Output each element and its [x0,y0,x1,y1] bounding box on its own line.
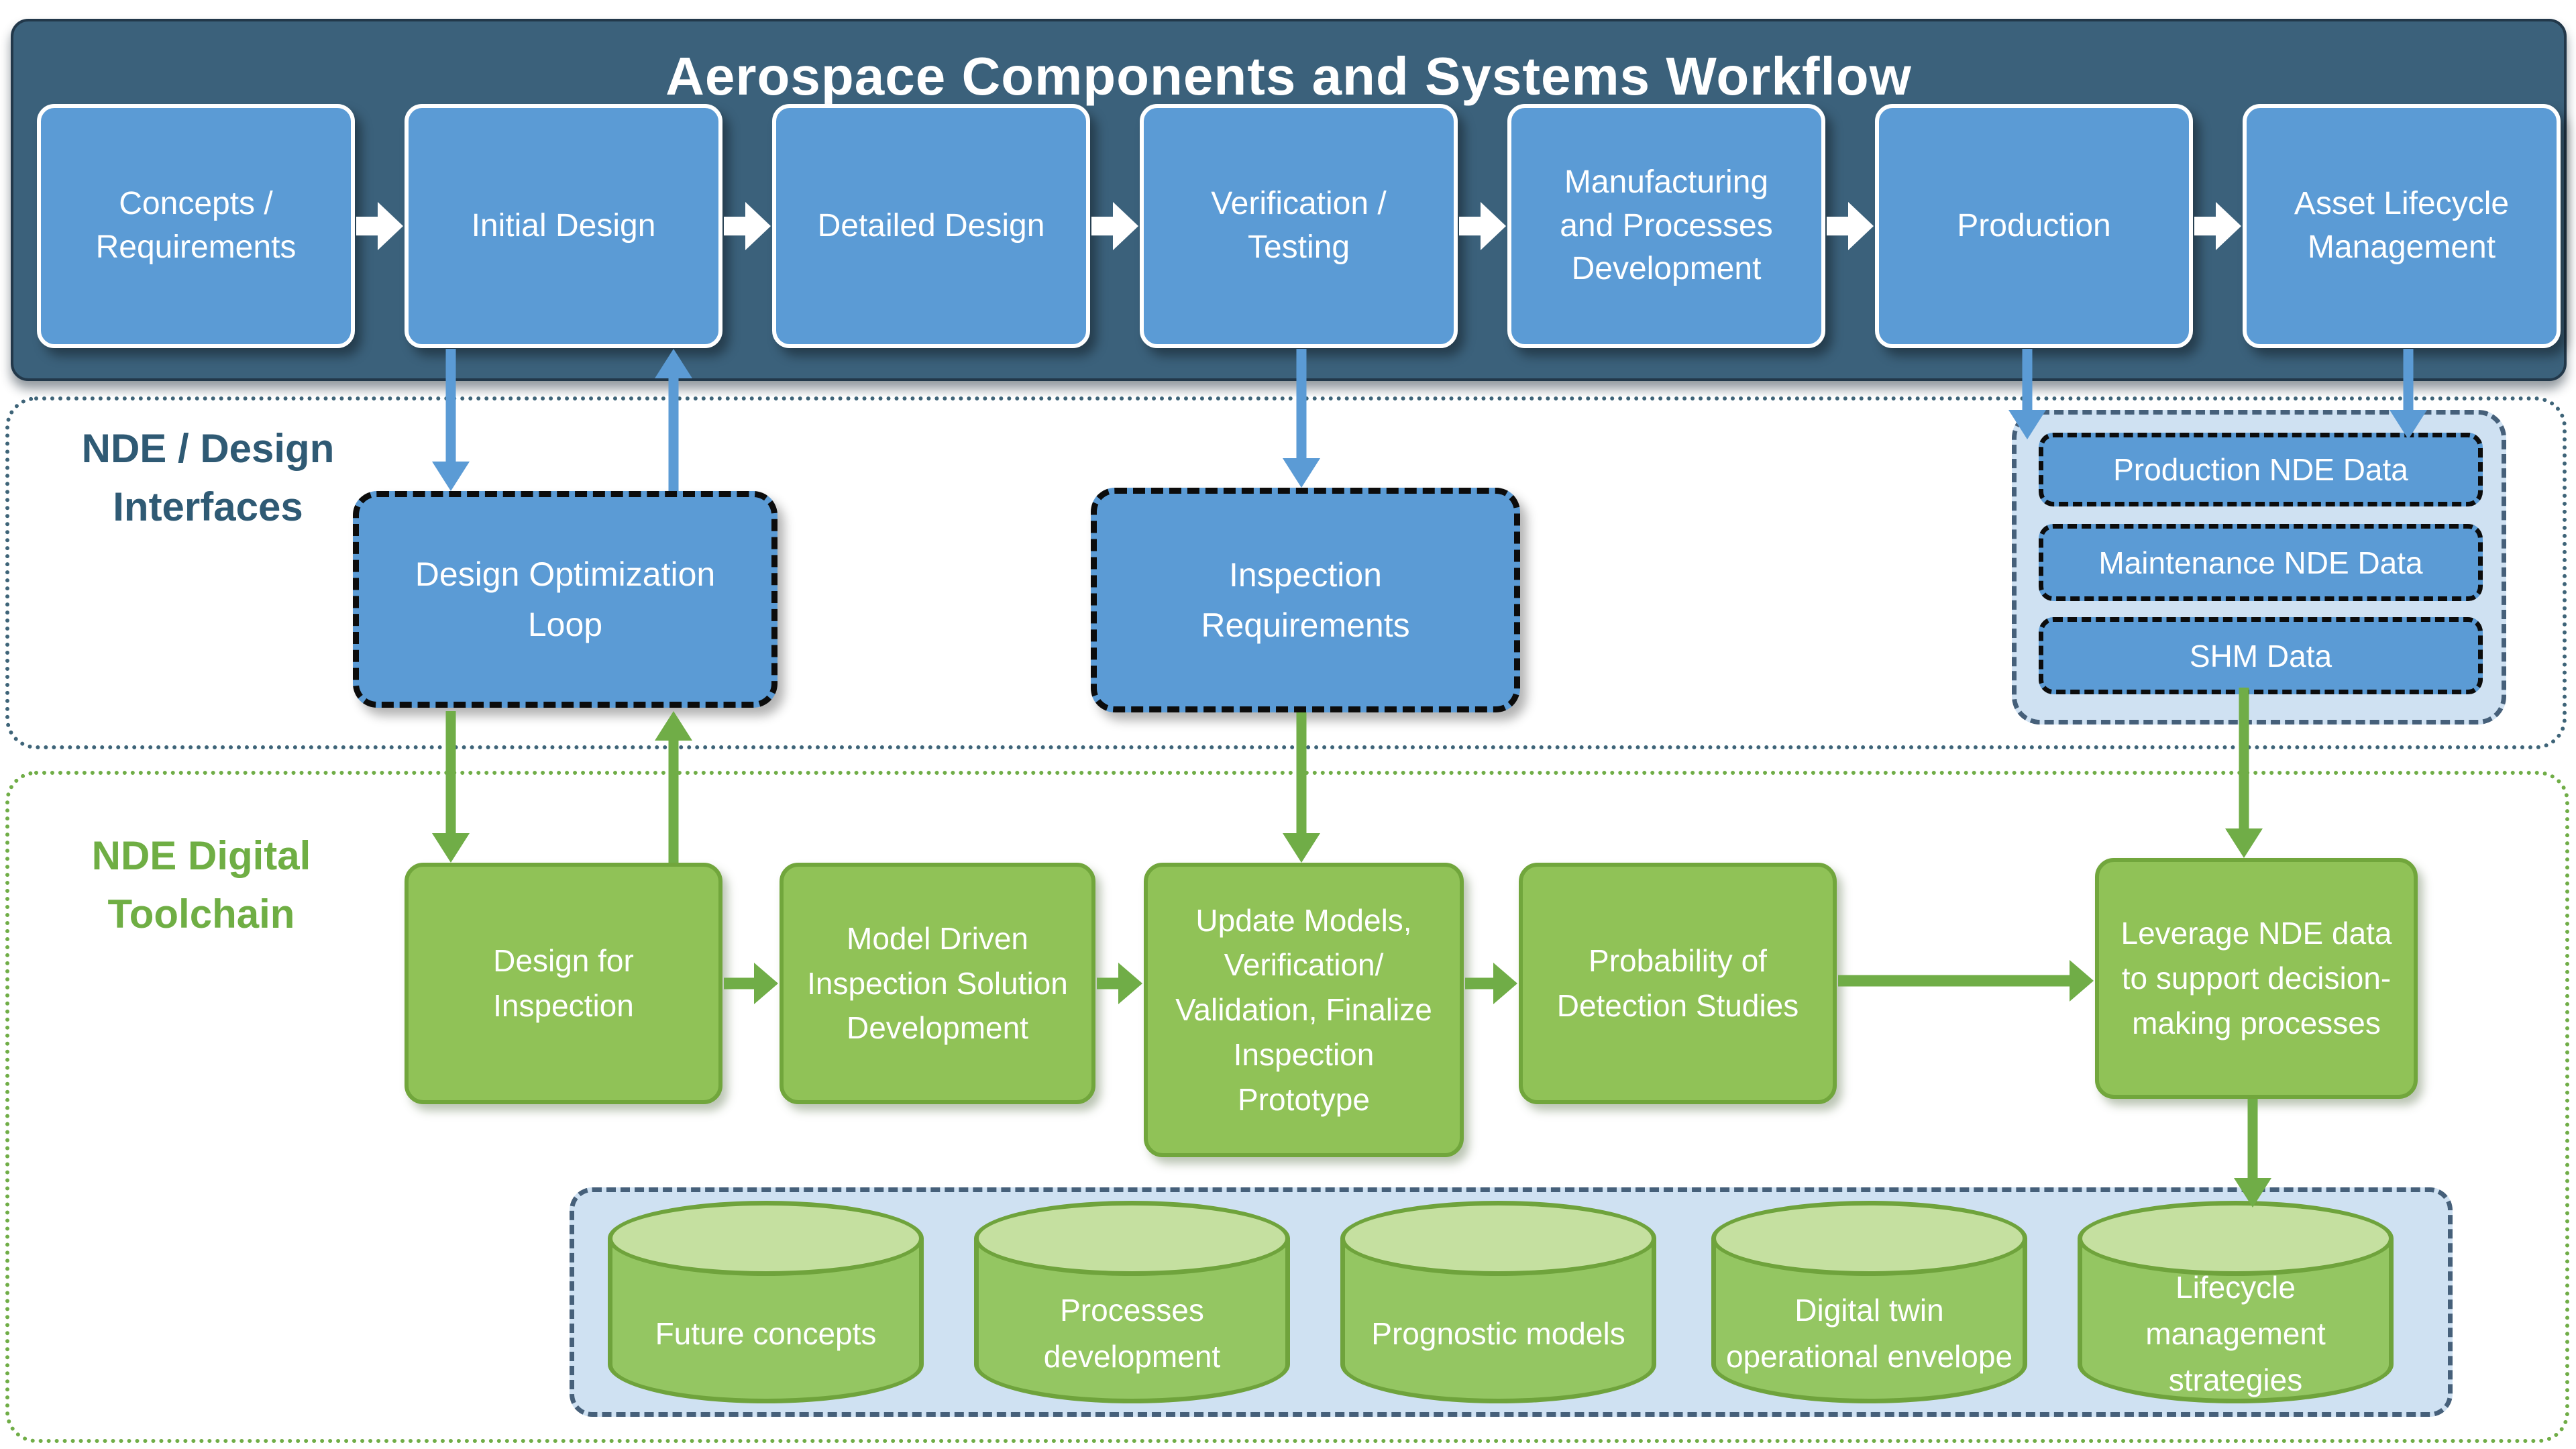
db-label: Digital twin operational envelope [1725,1293,2013,1374]
arrow-stem [1459,217,1482,235]
cylinder-top [974,1201,1290,1276]
arrow-stem [1097,977,1118,989]
cylinder-top [1711,1201,2027,1276]
design-for-inspection-node: Design for Inspection [405,863,722,1104]
arrow-head-icon [745,202,771,250]
nde-data-panel: Production NDE Data Maintenance NDE Data… [2012,410,2506,724]
arrow-head-icon [1481,202,1506,250]
diagram-title: Aerospace Components and Systems Workflo… [665,46,1912,106]
arrow-head-icon [378,202,403,250]
arrow-stem [445,349,456,466]
arrow-head-icon [2390,410,2427,439]
nde-design-interfaces-label: NDE / Design Interfaces [81,426,335,529]
arrow-head-icon [1493,963,1517,1004]
arrow-head-icon [1113,202,1138,250]
cylinder-top [608,1201,924,1276]
production-nde-data-node: Production NDE Data [2039,433,2483,506]
db-future-concepts: Future concepts [608,1201,924,1403]
arrow-stem [668,374,679,491]
arrow-head-icon [2225,828,2263,858]
leverage-nde-data-node: Leverage NDE data to support decision-ma… [2095,858,2418,1099]
arrow-stem [724,217,747,235]
arrow-stem [445,711,456,837]
arrow-stem [2022,349,2033,414]
workflow-step-verification-testing: Verification / Testing [1140,104,1458,348]
arrow-head-icon [432,833,470,863]
arrow-head-icon [2216,202,2241,250]
arrow-stem [1296,349,1307,462]
db-digital-twin-envelope: Digital twin operational envelope [1711,1201,2027,1403]
arrow-stem [2194,217,2217,235]
arrow-stem [1465,977,1493,989]
workflow-step-production: Production [1875,104,2193,348]
arrow-stem [668,737,679,863]
arrow-stem [1838,975,2070,987]
db-label: Processes development [1043,1293,1221,1374]
db-lifecycle-strategies: Lifecycle management strategies [2078,1201,2394,1403]
shm-data-node: SHM Data [2039,617,2483,694]
arrow-head-icon [2008,410,2046,439]
design-optimization-loop-node: Design Optimization Loop [353,491,777,708]
arrow-stem [724,977,754,989]
workflow-step-detailed-design: Detailed Design [772,104,1090,348]
workflow-step-initial-design: Initial Design [405,104,722,348]
maintenance-nde-data-node: Maintenance NDE Data [2039,524,2483,601]
db-label: Prognostic models [1371,1316,1625,1351]
probability-of-detection-node: Probability of Detection Studies [1519,863,1837,1104]
inspection-requirements-node: Inspection Requirements [1091,488,1520,712]
db-label: Future concepts [655,1316,877,1351]
arrow-head-icon [655,711,692,741]
arrow-head-icon [655,349,692,378]
update-models-node: Update Models, Verification/ Validation,… [1144,863,1464,1157]
arrow-head-icon [1848,202,1874,250]
arrow-head-icon [2234,1178,2271,1208]
workflow-step-concepts-requirements: Concepts / Requirements [37,104,355,348]
arrow-stem [1296,712,1307,837]
arrow-stem [1827,217,1849,235]
arrow-head-icon [1283,833,1320,863]
db-prognostic-models: Prognostic models [1340,1201,1656,1403]
arrow-head-icon [754,963,778,1004]
db-processes-development: Processes development [974,1201,1290,1403]
arrow-stem [356,217,379,235]
arrow-head-icon [2070,960,2094,1002]
nde-digital-toolchain-label: NDE Digital Toolchain [91,833,311,936]
arrow-head-icon [1283,458,1320,488]
workflow-step-manufacturing-processes: Manufacturing and Processes Development [1507,104,1825,348]
cylinder-top [1340,1201,1656,1276]
arrow-stem [1091,217,1114,235]
arrow-stem [2403,349,2414,414]
arrow-head-icon [432,462,470,491]
model-driven-inspection-node: Model Driven Inspection Solution Develop… [780,863,1095,1104]
workflow-step-asset-lifecycle: Asset Lifecycle Management [2243,104,2561,348]
arrow-head-icon [1118,963,1142,1004]
arrow-stem [2239,688,2249,833]
arrow-stem [2247,1099,2258,1182]
db-label: Lifecycle management strategies [2145,1269,2326,1397]
